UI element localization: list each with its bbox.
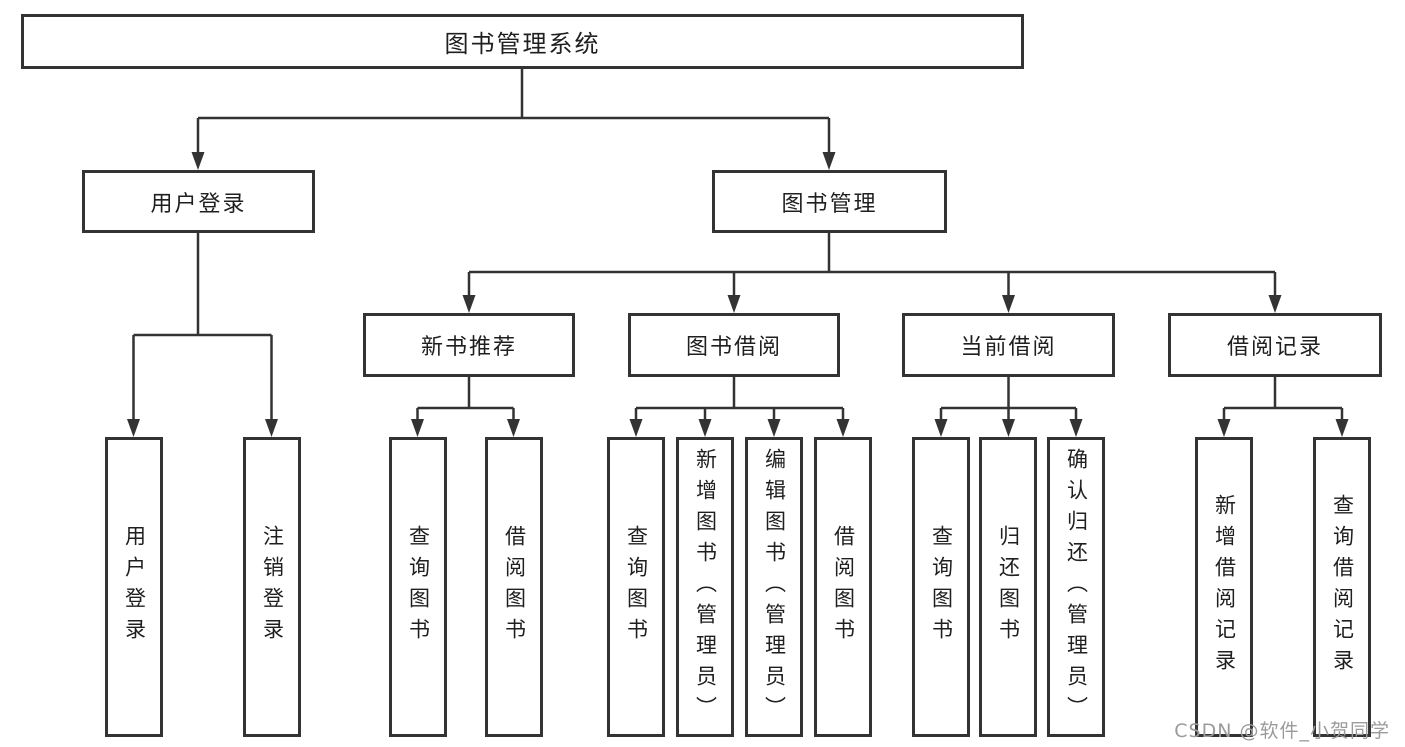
- node-current-borrow: 当前借阅: [902, 313, 1115, 377]
- leaf-query-books-recommend: 查询图书: [389, 437, 447, 737]
- leaf-query-borrow-record: 查询借阅记录: [1313, 437, 1371, 737]
- leaf-return-book: 归还图书: [979, 437, 1037, 737]
- node-book-borrow: 图书借阅: [628, 313, 840, 377]
- node-root: 图书管理系统: [21, 14, 1024, 69]
- leaf-edit-book-admin: 编辑图书（管理员）: [745, 437, 803, 737]
- leaf-add-book-admin: 新增图书（管理员）: [676, 437, 734, 737]
- leaf-borrow-books: 借阅图书: [814, 437, 872, 737]
- leaf-confirm-return-admin: 确认归还（管理员）: [1047, 437, 1105, 737]
- node-book-management: 图书管理: [712, 170, 947, 233]
- node-new-book-recommend: 新书推荐: [363, 313, 575, 377]
- watermark-text: CSDN @软件_小贺同学: [1174, 720, 1390, 742]
- leaf-query-books-borrow: 查询图书: [607, 437, 665, 737]
- leaf-borrow-books-recommend: 借阅图书: [485, 437, 543, 737]
- node-borrow-records: 借阅记录: [1168, 313, 1382, 377]
- leaf-user-login: 用户登录: [105, 437, 163, 737]
- leaf-query-books-current: 查询图书: [912, 437, 970, 737]
- node-user-login: 用户登录: [82, 170, 315, 233]
- leaf-logout: 注销登录: [243, 437, 301, 737]
- leaf-add-borrow-record: 新增借阅记录: [1195, 437, 1253, 737]
- arrowheads: [127, 152, 1349, 437]
